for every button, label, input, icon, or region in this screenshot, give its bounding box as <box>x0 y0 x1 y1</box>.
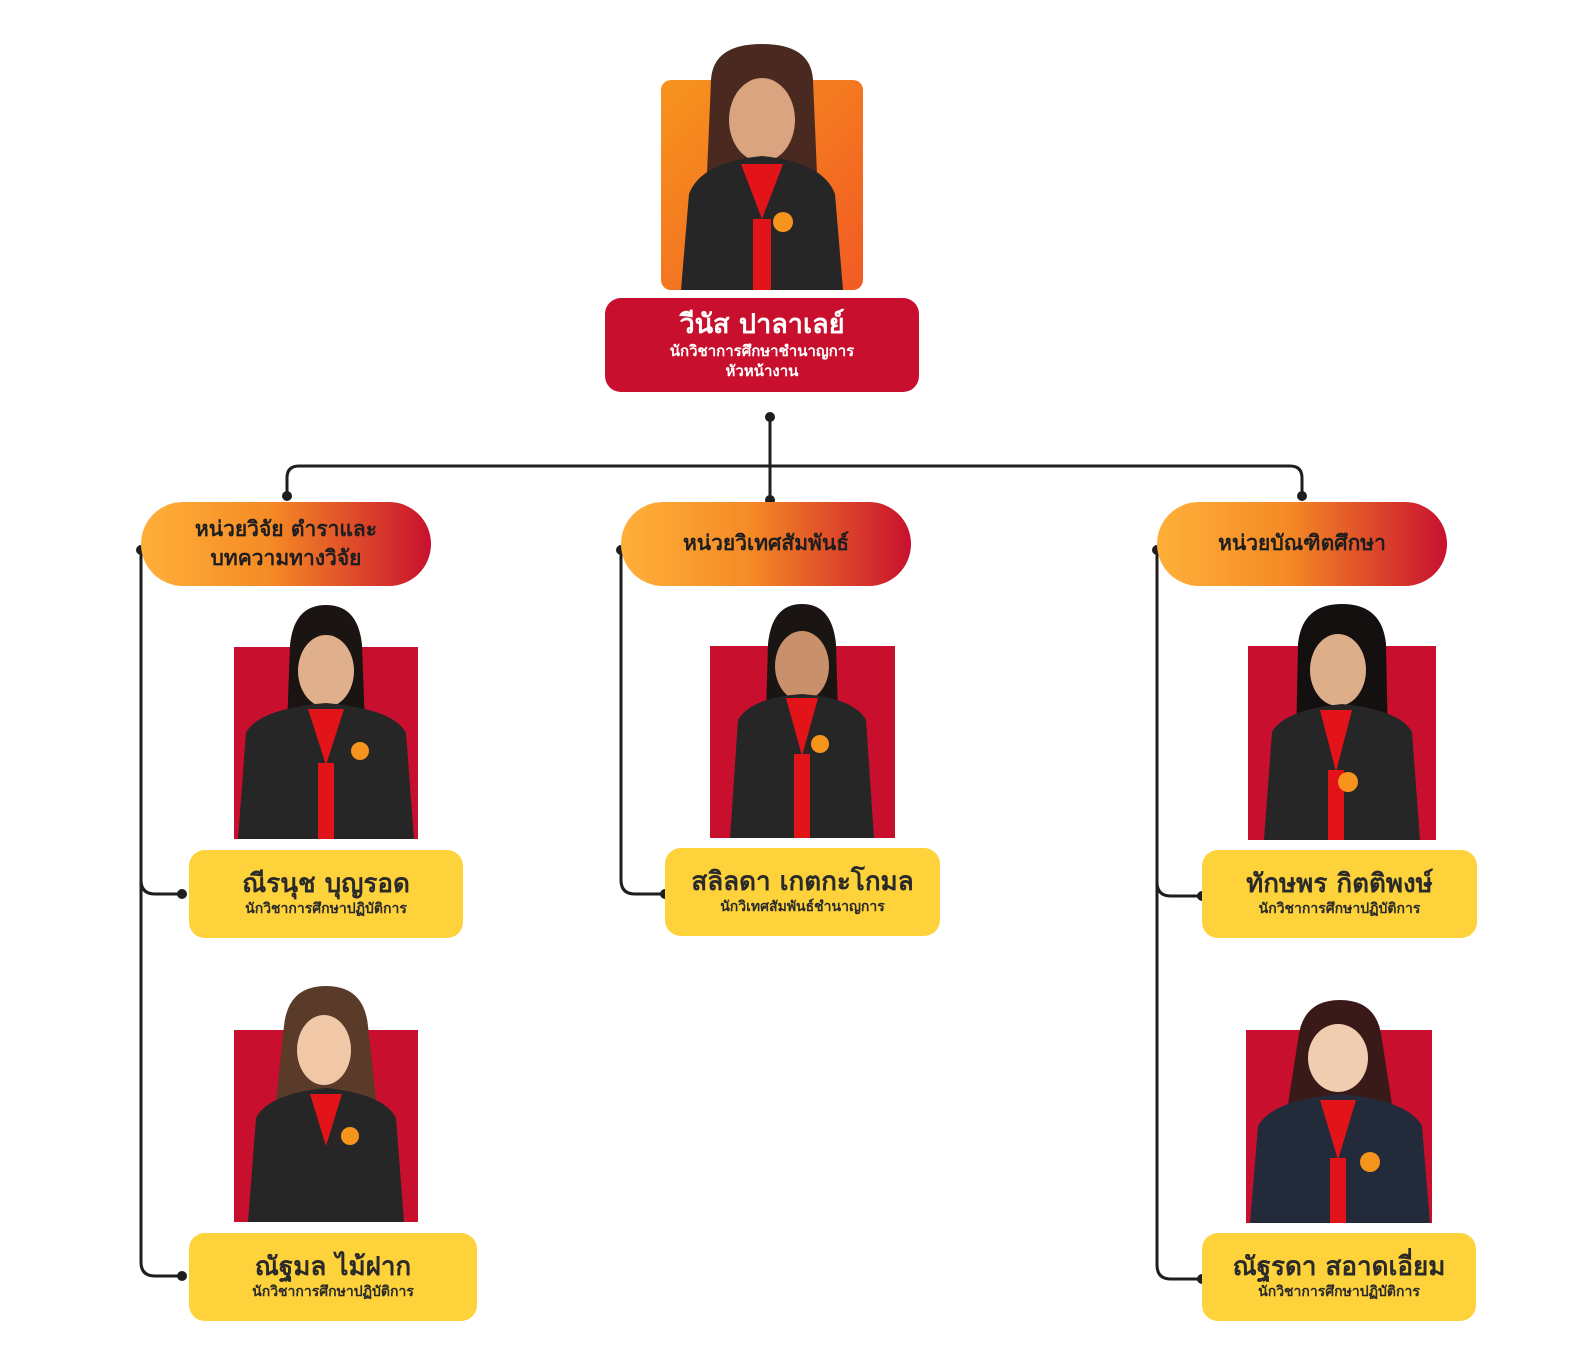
connector-dot <box>765 412 775 422</box>
staff-photo <box>234 605 418 839</box>
staff-photo <box>1248 604 1436 840</box>
staff-title: นักวิเทศสัมพันธ์ชำนาญการ <box>720 899 885 916</box>
staff-title: นักวิชาการศึกษาปฏิบัติการ <box>1258 1284 1420 1301</box>
staff-card: ณีรนุช บุญรอด นักวิชาการศึกษาปฏิบัติการ <box>189 850 463 938</box>
staff-name: สลิลดา เกตกะโกมล <box>691 866 914 897</box>
staff-card: สลิลดา เกตกะโกมล นักวิเทศสัมพันธ์ชำนาญกา… <box>665 848 940 936</box>
staff-title: นักวิชาการศึกษาปฏิบัติการ <box>252 1284 414 1301</box>
staff-name: ณีรนุช บุญรอด <box>242 868 410 899</box>
staff-title: นักวิชาการศึกษาปฏิบัติการ <box>1258 901 1421 918</box>
staff-card: ณัฐรดา สอาดเอี่ยม นักวิชาการศึกษาปฏิบัติ… <box>1202 1233 1476 1321</box>
head-title: นักวิชาการศึกษาชำนาญการ <box>669 341 855 360</box>
connector-dot <box>177 1271 187 1281</box>
unit-research-label-1: หน่วยวิจัย ตำราและ <box>194 516 378 541</box>
staff-photo <box>1246 1000 1432 1223</box>
unit-international: หน่วยวิเทศสัมพันธ์ <box>621 502 911 586</box>
head-role: หัวหน้างาน <box>725 362 799 381</box>
staff-name: ทักษพร กิตติพงษ์ <box>1246 868 1433 899</box>
connector-dot <box>282 491 292 501</box>
unit-international-label: หน่วยวิเทศสัมพันธ์ <box>682 531 850 556</box>
unit-research: หน่วยวิจัย ตำราและ บทความทางวิจัย <box>141 502 431 586</box>
staff-name: ณัฐรดา สอาดเอี่ยม <box>1232 1251 1446 1282</box>
head-name: วีนัส ปาลาเลย์ <box>679 308 845 340</box>
staff-card: ทักษพร กิตติพงษ์ นักวิชาการศึกษาปฏิบัติก… <box>1202 850 1477 938</box>
staff-name: ณัฐมล ไม้ฝาก <box>254 1251 412 1282</box>
staff-card: ณัฐมล ไม้ฝาก นักวิชาการศึกษาปฏิบัติการ <box>189 1233 477 1321</box>
head-photo <box>661 44 863 290</box>
unit-research-label-2: บทความทางวิจัย <box>210 546 362 570</box>
staff-title: นักวิชาการศึกษาปฏิบัติการ <box>245 901 407 918</box>
connector-dot <box>177 889 187 899</box>
unit-graduate-label: หน่วยบัณฑิตศึกษา <box>1218 531 1386 556</box>
connector-dot <box>1297 491 1307 501</box>
staff-photo <box>234 986 418 1222</box>
unit-graduate: หน่วยบัณฑิตศึกษา <box>1157 502 1447 586</box>
staff-photo <box>710 604 895 838</box>
head-name-card: วีนัส ปาลาเลย์ นักวิชาการศึกษาชำนาญการ ห… <box>605 298 919 392</box>
